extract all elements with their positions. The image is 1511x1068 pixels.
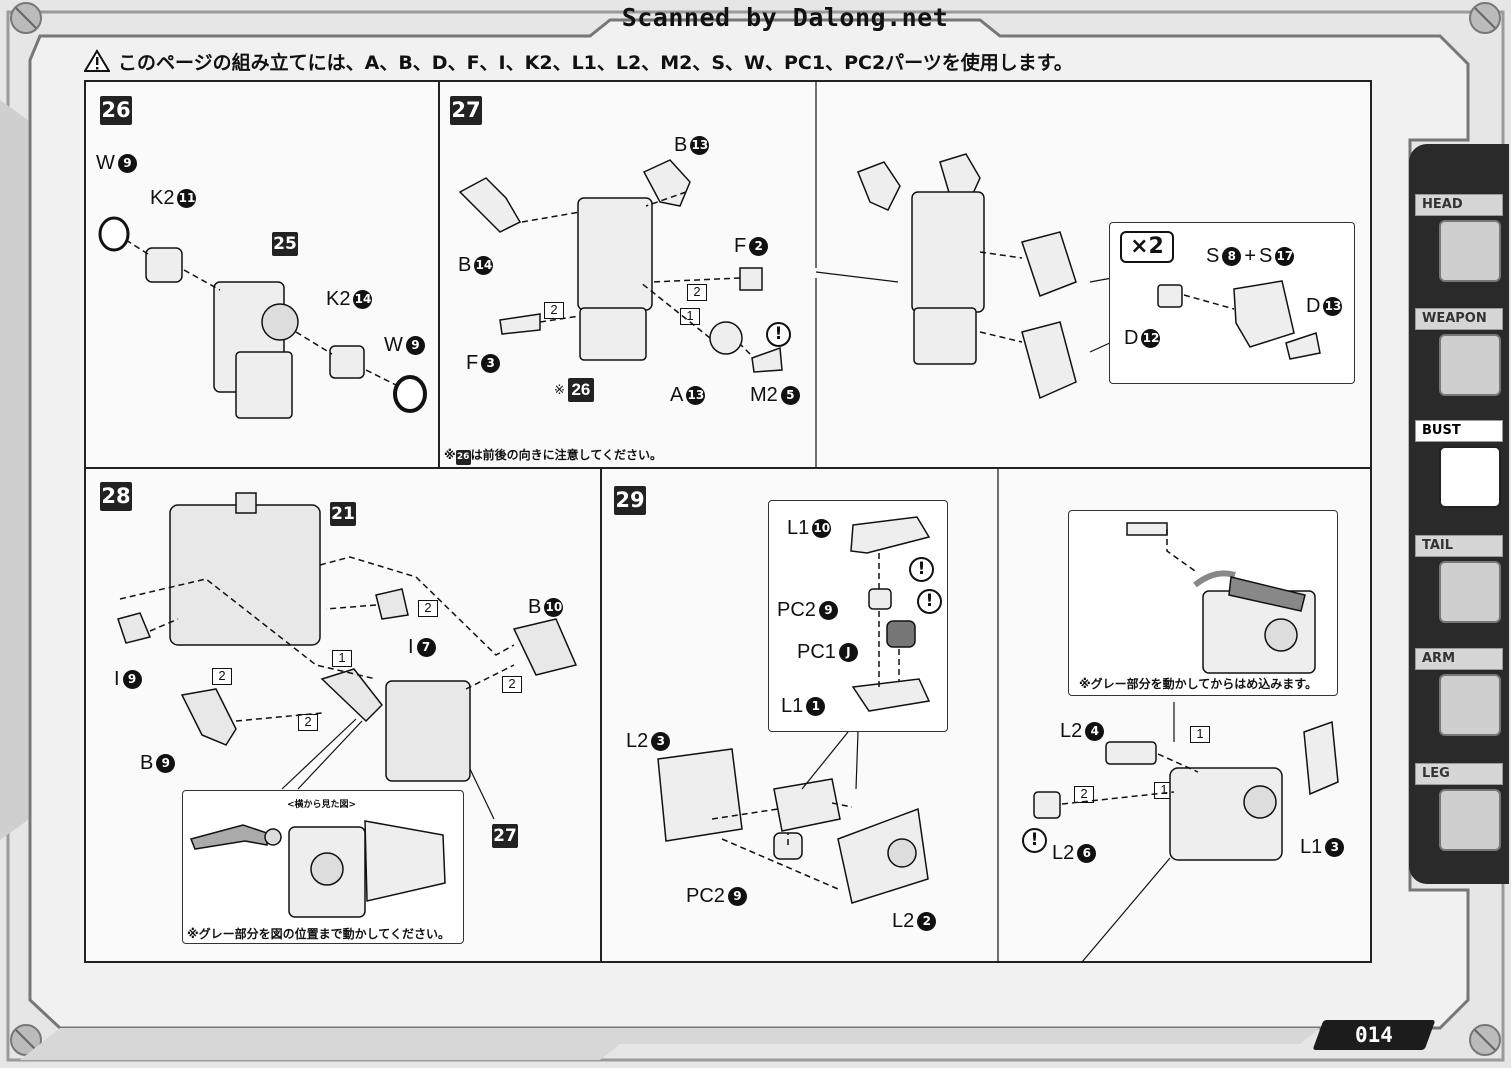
step-28-badge: 28 [100,482,132,511]
step-29-illustration [657,469,999,963]
caution-icon: ! [1022,828,1047,853]
side-view-note: ※グレー部分を図の位置まで動かしてください。 [187,927,450,941]
head-icon [1439,220,1501,282]
sequence-mark-2: 2 [1074,786,1094,803]
tab-label: LEG [1415,763,1503,785]
weapon-icon [1439,334,1501,396]
parts-notice: このページの組み立てには、A、B、D、F、I、K2、L1、L2、M2、S、W、P… [84,46,1384,76]
watermark: Scanned by Dalong.net [621,3,949,32]
tab-head[interactable]: HEAD [1415,194,1507,294]
tab-leg[interactable]: LEG [1415,763,1507,863]
tab-bust[interactable]: BUST [1415,420,1507,520]
step-28-illustration [117,492,578,820]
sequence-mark-1: 1 [1190,726,1210,743]
ref-21: 21 [330,502,356,526]
step-27-badge: 27 [450,96,482,125]
step-29-inset-right: ※グレー部分を動かしてからはめ込みます。 [1068,510,1338,696]
tail-icon [1439,561,1501,623]
divider-h [86,467,1370,469]
divider-v2 [600,467,602,963]
side-view-title: <横から見た図> [287,800,357,810]
caution-icon: ! [917,589,942,614]
bust-icon [1439,446,1501,508]
warning-triangle-icon [84,49,110,72]
tab-label: ARM [1415,648,1503,670]
sequence-mark-2: 2 [212,668,232,685]
inset-parts-illustration [1157,280,1321,360]
tab-tail[interactable]: TAIL [1415,535,1507,635]
page-number: 014 [1312,1020,1436,1050]
tab-label: BUST [1415,420,1503,442]
divider-v1 [438,82,440,467]
step-27-note: ※26は前後の向きに注意してください。 [444,446,662,465]
step-26-badge: 26 [100,96,132,125]
tab-weapon[interactable]: WEAPON [1415,308,1507,408]
tab-arm[interactable]: ARM [1415,648,1507,748]
sequence-mark-2: 2 [544,302,564,319]
sequence-mark-2: 2 [502,676,522,693]
ref-26-in-27: ※26 [554,378,594,402]
step-29-right-illustration [1033,702,1339,962]
caution-icon: ! [766,322,791,347]
sequence-mark-2: 2 [687,284,707,301]
inset-parts-illustration [1126,522,1316,674]
side-view-illustration [189,820,446,918]
sequence-mark-1: 1 [680,308,700,325]
tab-label: HEAD [1415,194,1503,216]
inset-parts-illustration [850,516,931,712]
leg-icon [1439,789,1501,851]
step-27-illustration [458,82,1113,467]
side-view-inset: <横から見た図> ※グレー部分を図の位置まで動かしてください。 [182,790,464,944]
tab-label: TAIL [1415,535,1503,557]
step-29-badge: 29 [614,486,646,515]
arm-icon [1439,674,1501,736]
ref-27: 27 [492,824,518,848]
step-29-inset-note: ※グレー部分を動かしてからはめ込みます。 [1079,677,1318,691]
step-26-illustration [98,216,427,419]
parts-notice-text: このページの組み立てには、A、B、D、F、I、K2、L1、L2、M2、S、W、P… [118,51,1073,74]
tab-label: WEAPON [1415,308,1503,330]
ref-25: 25 [272,232,298,256]
multiplier-badge: ×2 [1120,231,1174,263]
sequence-mark-2: 2 [418,600,438,617]
caution-icon: ! [909,557,934,582]
sequence-mark-1: 1 [332,650,352,667]
